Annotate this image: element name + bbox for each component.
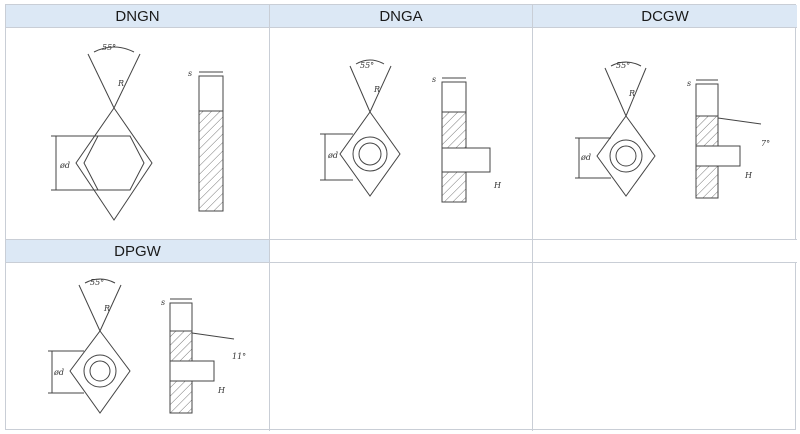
diameter-label: ød — [580, 153, 591, 162]
thickness-label: s — [161, 298, 165, 307]
dpgw-diagram: 55° R ød s H 11° — [48, 278, 246, 414]
dngn-diagram: 55° R ød s — [51, 43, 224, 221]
thickness-label: s — [432, 75, 436, 84]
radius-label: R — [103, 304, 110, 313]
radius-label: R — [117, 79, 124, 88]
relief-label: 11° — [232, 352, 246, 361]
thickness-label: s — [188, 69, 192, 78]
header-dpgw: DPGW — [6, 240, 270, 263]
empty-cell-2 — [533, 263, 797, 431]
drawing-dcgw: 55° R ød s H 7° — [533, 28, 797, 240]
header-dcgw: DCGW — [533, 5, 797, 28]
diameter-label: ød — [327, 151, 338, 160]
radius-label: R — [628, 89, 635, 98]
diameter-label: ød — [53, 368, 64, 377]
empty-cell-1 — [270, 263, 533, 431]
header-empty-1 — [270, 240, 533, 263]
header-dnga: DNGA — [270, 5, 533, 28]
drawing-dnga: 55° R ød s H — [270, 28, 533, 240]
angle-label: 55° — [102, 43, 116, 52]
header-empty-2 — [533, 240, 797, 263]
hole-label: H — [493, 181, 502, 190]
thickness-label: s — [687, 79, 691, 88]
relief-label: 7° — [761, 139, 770, 148]
angle-label: 55° — [90, 278, 104, 287]
dcgw-diagram: 55° R ød s H 7° — [575, 61, 770, 199]
angle-label: 55° — [616, 61, 630, 70]
angle-label: 55° — [360, 61, 374, 70]
radius-label: R — [373, 85, 380, 94]
dnga-diagram: 55° R ød s H — [320, 59, 502, 203]
drawing-dngn: 55° R ød s — [6, 28, 270, 240]
header-dngn: DNGN — [6, 5, 270, 28]
diameter-label: ød — [59, 161, 70, 170]
hole-label: H — [744, 171, 753, 180]
drawing-dpgw: 55° R ød s H 11° — [6, 263, 270, 431]
hole-label: H — [217, 386, 226, 395]
insert-grid: DNGN DNGA DCGW 55° — [5, 4, 797, 431]
